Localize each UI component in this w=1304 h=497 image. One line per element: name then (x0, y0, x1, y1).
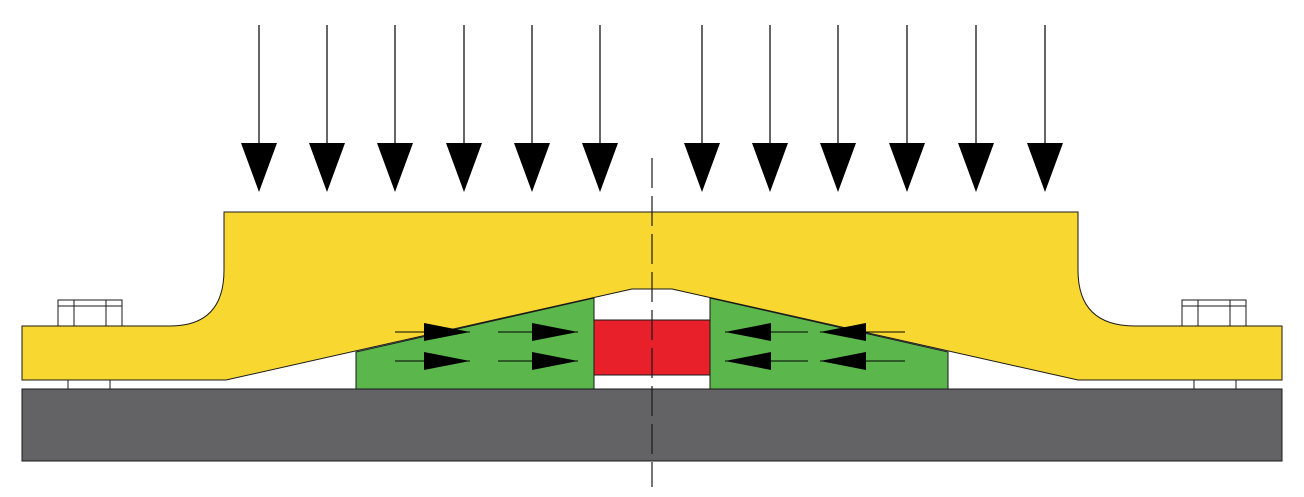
load-arrow (446, 25, 482, 192)
internal-arrows (395, 323, 905, 370)
load-arrow (241, 25, 277, 192)
internal-arrow (395, 323, 470, 341)
internal-arrow (725, 352, 808, 370)
load-arrow-head (752, 143, 788, 192)
load-arrow (1027, 25, 1063, 192)
load-arrow-head (1027, 143, 1063, 192)
load-arrow-head (889, 143, 925, 192)
load-arrow-head (446, 143, 482, 192)
load-arrow (889, 25, 925, 192)
load-arrow (958, 25, 994, 192)
right-bolt (1181, 299, 1247, 327)
left-bolt-head (57, 299, 123, 327)
left-bolt (57, 299, 123, 327)
load-arrow-head (582, 143, 618, 192)
load-arrow (684, 25, 720, 192)
load-arrow (309, 25, 345, 192)
internal-arrow (820, 323, 905, 341)
load-arrow-head (241, 143, 277, 192)
internal-arrow (498, 323, 578, 341)
load-arrow (514, 25, 550, 192)
internal-arrow-head (532, 323, 578, 341)
load-arrow (752, 25, 788, 192)
internal-arrow (395, 352, 470, 370)
internal-arrow-head (725, 352, 771, 370)
load-arrow (377, 25, 413, 192)
internal-arrow-head (424, 352, 470, 370)
load-arrow-head (684, 143, 720, 192)
load-arrow-head (514, 143, 550, 192)
load-arrows (241, 25, 1063, 192)
internal-arrow-head (820, 323, 866, 341)
load-arrow (820, 25, 856, 192)
load-arrow (582, 25, 618, 192)
load-arrow-head (958, 143, 994, 192)
internal-arrow-head (725, 323, 771, 341)
right-bolt-washer (1193, 379, 1237, 390)
load-arrow-head (309, 143, 345, 192)
internal-arrow (498, 352, 578, 370)
top-plate (21, 211, 1283, 381)
load-arrow-head (377, 143, 413, 192)
internal-arrow-head (532, 352, 578, 370)
internal-arrow-head (424, 323, 470, 341)
internal-arrow (725, 323, 808, 341)
load-arrow-head (820, 143, 856, 192)
left-bolt-washer (67, 379, 111, 390)
right-bolt-head (1181, 299, 1247, 327)
internal-arrow-head (820, 352, 866, 370)
internal-arrow (820, 352, 905, 370)
